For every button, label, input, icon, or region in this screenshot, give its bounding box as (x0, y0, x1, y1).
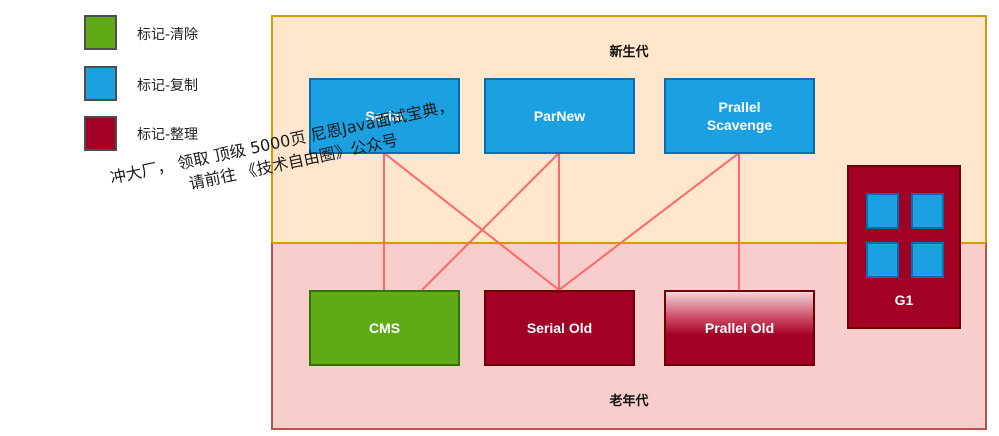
g1-region-cell (866, 242, 899, 278)
connector-parallel-scavenge-serial-old (558, 152, 740, 291)
legend-swatch-mark-compact (84, 116, 117, 151)
g1-collector: G1 (847, 165, 961, 329)
cms-collector: CMS (309, 290, 460, 366)
connector-serial-serial-old (383, 152, 560, 291)
young-generation-title: 新生代 (609, 45, 649, 60)
legend-label-mark-sweep: 标记-清除 (137, 27, 199, 43)
legend-swatch-mark-copy (84, 66, 117, 101)
legend-label-mark-copy: 标记-复制 (137, 78, 199, 94)
parnew-label: ParNew (533, 108, 586, 124)
g1-region-cell (911, 242, 944, 278)
g1-region-cell (911, 193, 944, 229)
connector-parnew-cms (421, 152, 560, 291)
g1-label: G1 (894, 292, 914, 308)
legend-label-mark-compact: 标记-整理 (137, 127, 199, 143)
parallel-scavenge-collector: Prallel Scavenge (664, 78, 815, 154)
serial-collector: Serial (309, 78, 460, 154)
serial-old-label: Serial Old (526, 320, 593, 336)
cms-label: CMS (368, 320, 401, 336)
parallel-scavenge-label-line1: Prallel (718, 99, 761, 115)
serial-old-collector: Serial Old (484, 290, 635, 366)
parallel-old-label: Prallel Old (704, 320, 775, 336)
parallel-old-collector: Prallel Old (664, 290, 815, 366)
parallel-scavenge-label-line2: Scavenge (706, 117, 773, 133)
old-generation-title: 老年代 (609, 394, 649, 409)
serial-label: Serial (365, 108, 404, 124)
parnew-collector: ParNew (484, 78, 635, 154)
g1-region-cell (866, 193, 899, 229)
legend-swatch-mark-sweep (84, 15, 117, 50)
